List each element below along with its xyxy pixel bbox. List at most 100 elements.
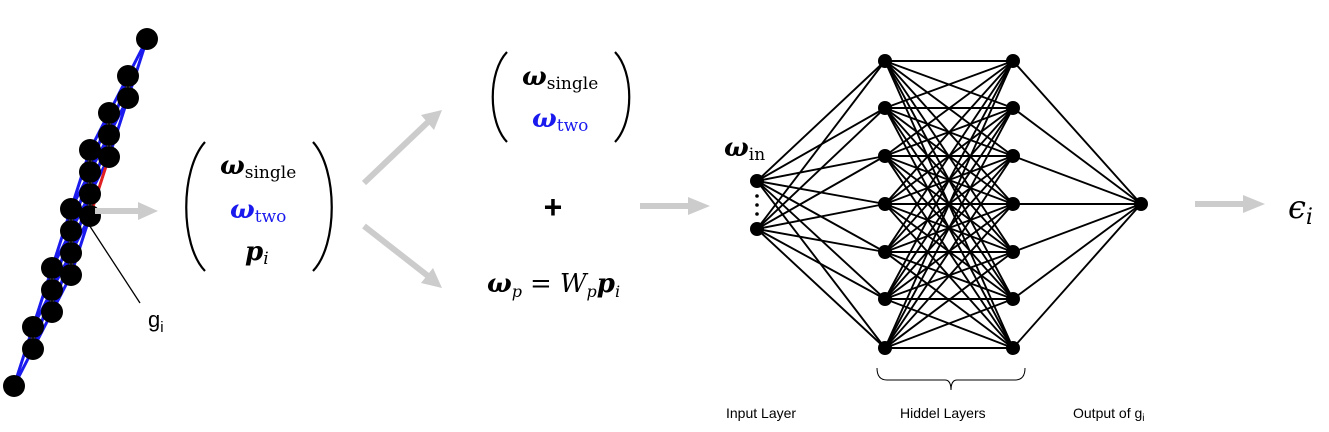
lattice-node xyxy=(60,242,82,264)
network-connection xyxy=(884,155,1014,349)
edge-label-main: g xyxy=(148,307,160,332)
vector-right-paren xyxy=(312,141,333,272)
lattice-node xyxy=(136,28,158,50)
input-layer-label: Input Layer xyxy=(726,405,796,421)
network-connection xyxy=(756,228,886,300)
network-connection xyxy=(756,228,886,253)
network-nodes xyxy=(750,54,1148,355)
input-node xyxy=(750,174,764,188)
epsilon-symbol: ϵ xyxy=(1288,188,1306,226)
omega-vector: ωsingle ωtwo xyxy=(491,51,631,143)
p-symbol: p xyxy=(245,237,263,267)
network-connection xyxy=(1012,60,1142,205)
input-node xyxy=(750,222,764,236)
network-connection xyxy=(1012,203,1142,253)
omega-symbol: ω xyxy=(220,151,245,181)
lattice-node xyxy=(117,87,139,109)
network-connection xyxy=(756,228,886,349)
lattice-node xyxy=(98,124,120,146)
arrow-up-split xyxy=(361,110,442,186)
lattice-node xyxy=(98,146,120,168)
neural-network xyxy=(750,54,1148,355)
flow-arrows xyxy=(95,110,1265,288)
arrow-lattice-to-vector xyxy=(95,202,158,220)
network-connection xyxy=(1012,155,1142,205)
lattice-node xyxy=(41,257,63,279)
network-connection xyxy=(1012,203,1142,300)
feature-vector: ωsingle ωtwo pi xyxy=(185,141,333,272)
subscript-i: i xyxy=(263,249,268,269)
hidden-node xyxy=(878,341,892,355)
output-label-sub: i xyxy=(1142,413,1144,424)
network-connection xyxy=(884,60,1014,205)
network-connection xyxy=(756,107,886,230)
network-connection xyxy=(884,60,1014,109)
subscript-in: in xyxy=(749,145,765,165)
output-node xyxy=(1134,197,1148,211)
hidden-node xyxy=(1006,197,1020,211)
omega-symbol: ω xyxy=(724,133,749,163)
omega-symbol: ω xyxy=(230,195,255,225)
hidden-node xyxy=(1006,292,1020,306)
subscript-i: i xyxy=(615,282,620,301)
subscript-p: p xyxy=(512,282,522,301)
hidden-layer-brace xyxy=(876,367,1026,391)
vector-left-paren xyxy=(491,51,508,143)
hidden-node xyxy=(1006,341,1020,355)
lattice-node xyxy=(41,301,63,323)
network-connection xyxy=(884,60,1014,157)
output-layer-label: Output of gi xyxy=(1073,405,1145,424)
lattice-node xyxy=(117,65,139,87)
lattice-node xyxy=(79,183,101,205)
network-connection xyxy=(1012,107,1142,205)
network-connection xyxy=(884,251,1014,349)
hidden-node xyxy=(1006,101,1020,115)
network-connection xyxy=(1012,203,1142,349)
subscript-single: single xyxy=(547,74,599,94)
lattice-node xyxy=(3,375,25,397)
network-connection xyxy=(756,60,886,230)
subscript-two: two xyxy=(557,116,589,136)
lattice-node xyxy=(98,102,120,124)
lattice-node xyxy=(60,220,82,242)
hidden-node xyxy=(878,197,892,211)
output-label-main: Output of g xyxy=(1073,405,1142,421)
lattice-node xyxy=(60,264,82,286)
hidden-layers-label: Hiddel Layers xyxy=(900,405,986,421)
vector-left-paren xyxy=(185,141,206,272)
network-connection xyxy=(884,107,1014,349)
network-connection xyxy=(884,60,1014,253)
projection-equation: ωp=Wppi xyxy=(487,269,620,301)
subscript-i: i xyxy=(1306,205,1313,230)
vector-row-omega-two: ωtwo xyxy=(532,104,588,136)
network-connection xyxy=(756,155,886,230)
hidden-node xyxy=(1006,149,1020,163)
edge-label: gi xyxy=(148,307,164,336)
hidden-node xyxy=(878,54,892,68)
vector-row-omega-single: ωsingle xyxy=(522,62,598,94)
omega-symbol: ω xyxy=(532,104,557,134)
equals-sign: = xyxy=(530,269,552,299)
lattice-node xyxy=(22,316,44,338)
edge-label-sub: i xyxy=(160,319,163,336)
network-connection xyxy=(884,203,1014,349)
hidden-node xyxy=(878,245,892,259)
subscript-two: two xyxy=(255,207,287,227)
subscript-p: p xyxy=(587,282,597,301)
result-symbol: ϵi xyxy=(1288,188,1313,230)
lattice-node xyxy=(60,198,82,220)
lattice-graph xyxy=(3,28,158,397)
hidden-node xyxy=(878,149,892,163)
lattice-node xyxy=(41,279,63,301)
arrow-down-split xyxy=(362,223,442,288)
input-label: ωin xyxy=(724,133,765,165)
network-connection xyxy=(884,60,1014,300)
lattice-node xyxy=(79,139,101,161)
edge-pointer-arrow xyxy=(77,207,141,304)
lattice-node xyxy=(79,161,101,183)
arrow-to-network xyxy=(640,197,710,215)
network-connection xyxy=(884,298,1014,349)
hidden-node xyxy=(1006,245,1020,259)
w-symbol: W xyxy=(560,269,589,299)
